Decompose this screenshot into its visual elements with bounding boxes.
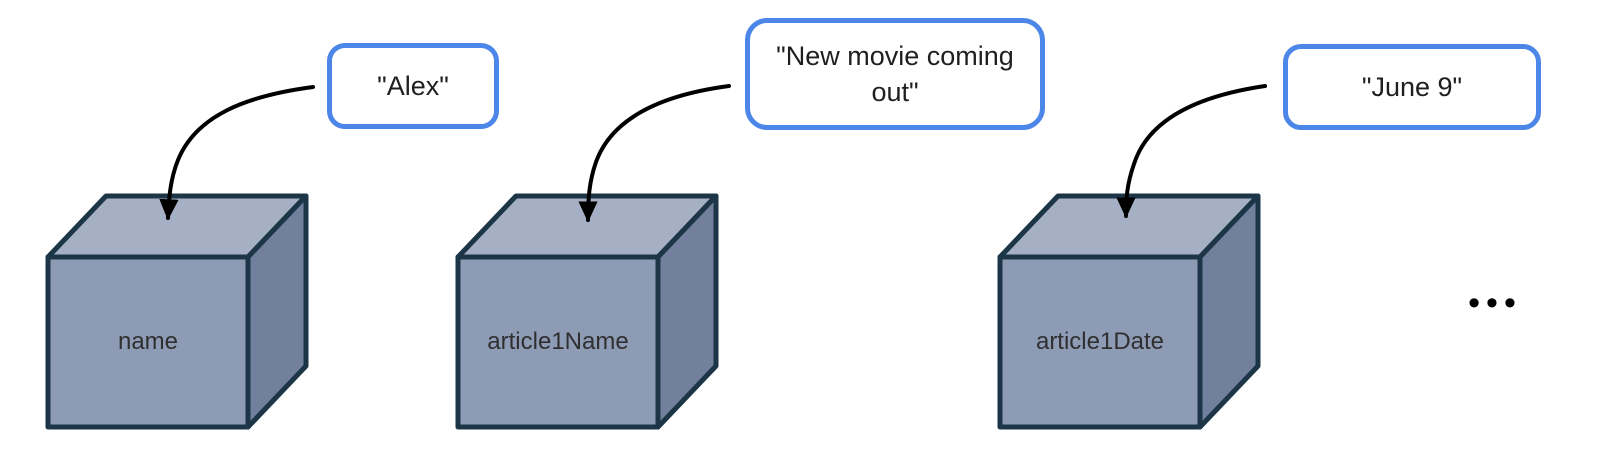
variable-cube-name bbox=[45, 193, 309, 430]
variable-cube-article1name bbox=[455, 193, 719, 430]
variable-cube-article1date bbox=[997, 193, 1261, 430]
value-callout-name: "Alex" bbox=[327, 43, 499, 129]
value-text: "New movie coming out" bbox=[776, 40, 1014, 107]
cube-front-face bbox=[455, 254, 661, 430]
value-text: "Alex" bbox=[377, 70, 449, 101]
assignment-arrow-name bbox=[159, 85, 315, 221]
assignment-arrow-article1date bbox=[1116, 84, 1267, 219]
assignment-arrow-article1name bbox=[578, 84, 731, 223]
value-callout-article1name: "New movie coming out" bbox=[745, 18, 1045, 130]
value-callout-article1date: "June 9" bbox=[1283, 44, 1541, 130]
value-text: "June 9" bbox=[1361, 71, 1463, 102]
more-variables-ellipsis: ••• bbox=[1468, 284, 1522, 322]
cube-front-face bbox=[997, 254, 1203, 430]
cube-front-face bbox=[45, 254, 251, 430]
